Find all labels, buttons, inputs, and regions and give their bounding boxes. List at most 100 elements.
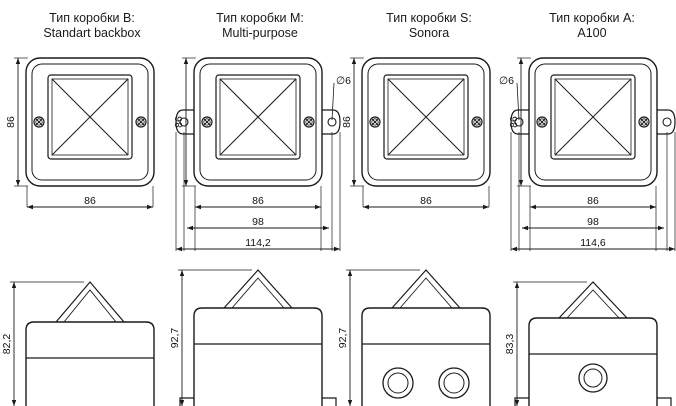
box-b-side-peak-inner (63, 289, 117, 323)
box-title-b-line2: Standart backbox (43, 26, 141, 40)
box-m-dim-height-arrow-top (183, 58, 189, 64)
box-b-dim-width-label: 86 (84, 195, 96, 207)
box-b-dim-height-arrow-bottom (15, 180, 21, 186)
box-a-hole-label: ∅6 (499, 75, 514, 87)
box-a-dim-holes-label: 98 (587, 216, 599, 228)
box-s-screw-right-inner (473, 118, 481, 126)
box-a-side-body (528, 317, 658, 406)
box-m-side-dim-height-arrow-top (179, 270, 185, 276)
box-b-screw-right (135, 116, 147, 128)
box-m-side-tab-right (322, 397, 337, 406)
box-a-dim-overall-arrow-right (669, 246, 675, 252)
box-m-dim-holes-label: 98 (252, 216, 264, 228)
box-m-lens (215, 74, 301, 160)
box-a-tab-right (657, 109, 676, 135)
box-b-rim (31, 63, 149, 181)
box-a-screw-right (638, 116, 650, 128)
box-title-b: Тип коробки B: Standart backbox (12, 11, 172, 41)
box-s-lens-diag-b (387, 78, 465, 156)
box-title-b-line1: Тип коробки B: (49, 11, 135, 25)
box-title-s: Тип коробки S: Sonora (349, 11, 509, 41)
box-s-gland-0 (382, 367, 414, 399)
box-b-lens (47, 74, 133, 160)
box-a-dim-overall-arrow-left (511, 246, 517, 252)
box-s-outline (361, 57, 491, 187)
box-a-dim-overall-label: 114,6 (580, 237, 606, 249)
box-m-tab-left-hole (179, 117, 189, 127)
box-a-rim (534, 63, 652, 181)
box-m-side-dim-height-arrow-bottom (179, 400, 185, 406)
box-m-screw-left-slot-b (203, 118, 211, 126)
box-m-dim-width-label: 86 (252, 195, 264, 207)
box-s-dim-width-arrow-right (483, 204, 489, 210)
box-s-screw-left (369, 116, 381, 128)
box-title-s-line1: Тип коробки S: (386, 11, 472, 25)
box-s-gland-1 (438, 367, 470, 399)
box-b-side-peak (55, 281, 125, 323)
box-a-side-tab-right (657, 397, 672, 406)
box-s-dim-height-arrow-top (351, 58, 357, 64)
box-b-dim-height-arrow-top (15, 58, 21, 64)
box-a-tab-left (510, 109, 529, 135)
box-a-screw-left (536, 116, 548, 128)
box-m-side-body (193, 307, 323, 406)
box-m-side-peak-inner (231, 277, 285, 309)
box-a-lens-diag-b (554, 78, 632, 156)
box-m-screw-left-inner (203, 118, 211, 126)
box-b-dim-width-arrow-right (147, 204, 153, 210)
box-a-tab-right-hole (662, 117, 672, 127)
box-s-dim-width-label: 86 (420, 195, 432, 207)
box-title-a-line2: A100 (577, 26, 607, 40)
box-s-gland-0-inner (387, 372, 409, 394)
box-a-lens (550, 74, 636, 160)
box-a-dim-width-arrow-right (650, 204, 656, 210)
box-s-side-peak-inner (399, 277, 453, 309)
box-m-lens-inner (219, 78, 297, 156)
box-a-screw-right-inner (640, 118, 648, 126)
box-m-rim (199, 63, 317, 181)
box-m-side-dim-height-label: 92,7 (169, 328, 181, 349)
box-s-gland-1-inner (443, 372, 465, 394)
box-a-side-peak (558, 281, 628, 319)
box-m-side-peak (223, 269, 293, 309)
box-m-hole-label: ∅6 (336, 75, 351, 87)
box-title-m-line1: Тип коробки M: (216, 11, 304, 25)
box-a-gland-inner (583, 368, 603, 388)
box-a-screw-right-slot-b (640, 118, 648, 126)
box-a-lens-inner (554, 78, 632, 156)
box-b-side-body (25, 321, 155, 406)
box-m-dim-width-arrow-left (195, 204, 201, 210)
box-a-outline (528, 57, 658, 187)
box-b-screw-left-inner (35, 118, 43, 126)
box-m-dim-overall-arrow-right (334, 246, 340, 252)
box-m-lens-diag-b (219, 78, 297, 156)
box-s-screw-left-slot-b (371, 118, 379, 126)
box-s-side-dim-height-arrow-top (347, 270, 353, 276)
box-b-screw-right-inner (137, 118, 145, 126)
box-s-dim-height-label: 86 (341, 116, 353, 128)
box-m-dim-overall-arrow-left (176, 246, 182, 252)
box-s-rim (367, 63, 485, 181)
box-b-dim-width-arrow-left (27, 204, 33, 210)
box-m-dim-height-label: 86 (173, 116, 185, 128)
box-m-screw-left (201, 116, 213, 128)
box-m-dim-holes-arrow-right (323, 225, 329, 231)
box-s-screw-right-slot-b (473, 118, 481, 126)
box-m-outline (193, 57, 323, 187)
box-s-screw-left-inner (371, 118, 379, 126)
box-m-tab-left (175, 109, 194, 135)
box-b-outline (25, 57, 155, 187)
box-s-dim-width-arrow-left (363, 204, 369, 210)
box-m-dim-overall-label: 114,2 (245, 237, 271, 249)
box-b-screw-left-slot-b (35, 118, 43, 126)
box-a-side-dim-height-arrow-top (514, 282, 520, 288)
box-title-m: Тип коробки M: Multi-purpose (180, 11, 340, 41)
box-a-side-tab-left (514, 397, 529, 406)
box-b-screw-right-slot-b (137, 118, 145, 126)
box-a-screw-left-inner (538, 118, 546, 126)
box-s-side-peak (391, 269, 461, 309)
box-s-screw-right (471, 116, 483, 128)
box-a-hole-leader (516, 82, 520, 121)
